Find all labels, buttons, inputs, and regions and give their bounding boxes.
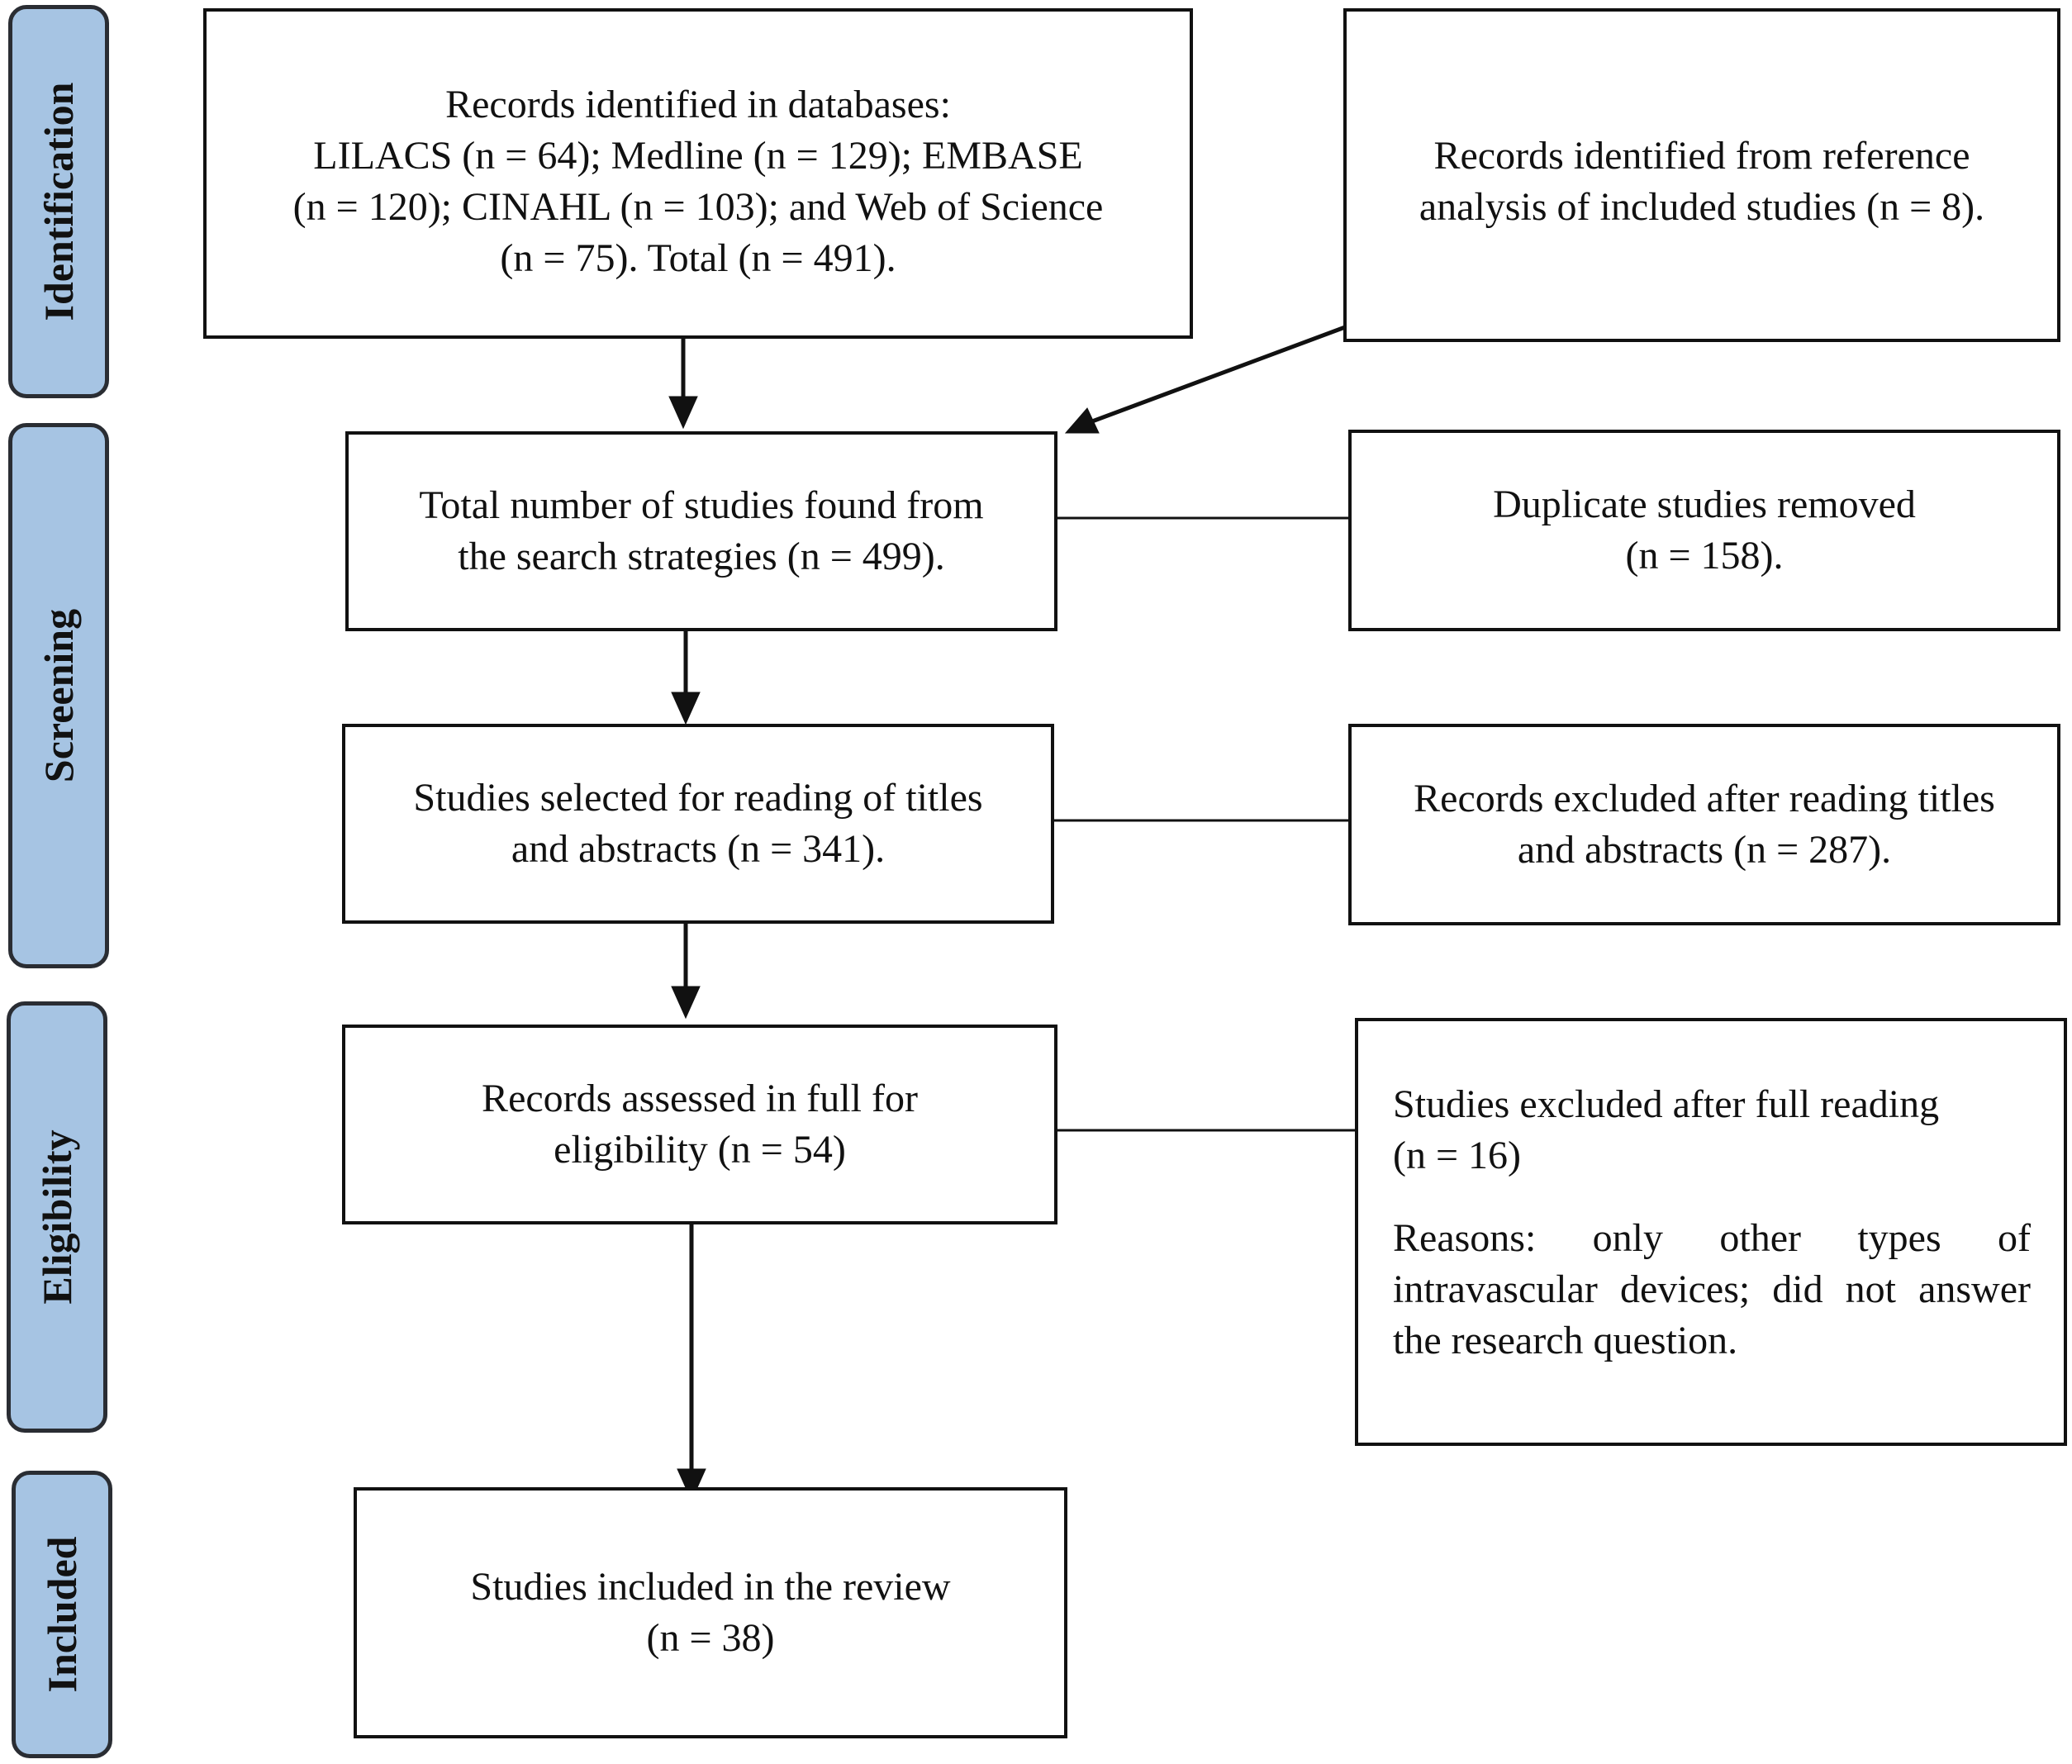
excluded-full-line-2: (n = 16) — [1393, 1134, 1522, 1177]
records-databases-line-3: (n = 120); CINAHL (n = 103); and Web of … — [292, 185, 1104, 229]
excluded-full-line-1: Studies excluded after full reading — [1393, 1082, 1940, 1126]
excluded-titles-line-1: Records excluded after reading titles — [1414, 777, 1995, 820]
selected-titles-line-1: Studies selected for reading of titles — [413, 776, 983, 820]
excluded-titles-box: Records excluded after reading titles an… — [1348, 724, 2060, 925]
arrowhead-reference-to-total — [1064, 407, 1100, 434]
assessed-full-line-2: eligibility (n = 54) — [554, 1128, 846, 1172]
records-reference-line-1: Records identified from reference — [1433, 134, 1970, 178]
phase-included: Included — [12, 1471, 112, 1758]
records-databases-line-1: Records identified in databases: — [445, 83, 951, 126]
phase-eligibility-label: Eligibility — [34, 1129, 80, 1305]
records-reference-line-2: analysis of included studies (n = 8). — [1419, 185, 1985, 229]
duplicates-removed-line-2: (n = 158). — [1625, 534, 1784, 578]
duplicates-removed-box: Duplicate studies removed (n = 158). — [1348, 430, 2060, 631]
arrow-reference-to-total — [1091, 325, 1346, 424]
total-found-line-1: Total number of studies found from — [419, 483, 984, 527]
included-review-line-1: Studies included in the review — [470, 1565, 951, 1609]
selected-titles-box: Studies selected for reading of titles a… — [342, 724, 1054, 924]
excluded-full-reasons: Reasons: only other types of intravascul… — [1393, 1216, 2031, 1362]
arrowhead-databases-to-total — [668, 396, 698, 430]
arrowhead-assessed-to-included — [677, 1468, 706, 1502]
phase-screening-label: Screening — [36, 608, 82, 783]
excluded-full-box: Studies excluded after full reading (n =… — [1355, 1018, 2067, 1446]
assessed-full-box: Records assessed in full for eligibility… — [342, 1025, 1057, 1224]
total-found-line-2: the search strategies (n = 499). — [458, 535, 945, 578]
phase-included-label: Included — [39, 1536, 85, 1693]
excluded-titles-line-2: and abstracts (n = 287). — [1517, 828, 1892, 872]
phase-identification-label: Identification — [36, 82, 82, 321]
assessed-full-line-1: Records assessed in full for — [482, 1077, 918, 1120]
duplicates-removed-line-1: Duplicate studies removed — [1493, 483, 1916, 526]
records-databases-box: Records identified in databases: LILACS … — [203, 8, 1193, 339]
included-review-line-2: (n = 38) — [646, 1616, 775, 1660]
records-databases-line-4: (n = 75). Total (n = 491). — [500, 236, 896, 280]
records-reference-box: Records identified from reference analys… — [1343, 8, 2060, 342]
arrowhead-selected-to-assessed — [671, 986, 701, 1020]
arrowhead-total-to-selected — [671, 692, 701, 725]
phase-eligibility: Eligibility — [7, 1001, 107, 1433]
phase-screening: Screening — [8, 423, 109, 968]
total-found-box: Total number of studies found from the s… — [345, 431, 1057, 631]
phase-identification: Identification — [8, 5, 109, 398]
included-review-box: Studies included in the review (n = 38) — [354, 1487, 1067, 1738]
selected-titles-line-2: and abstracts (n = 341). — [511, 827, 886, 871]
records-databases-line-2: LILACS (n = 64); Medline (n = 129); EMBA… — [313, 134, 1083, 178]
